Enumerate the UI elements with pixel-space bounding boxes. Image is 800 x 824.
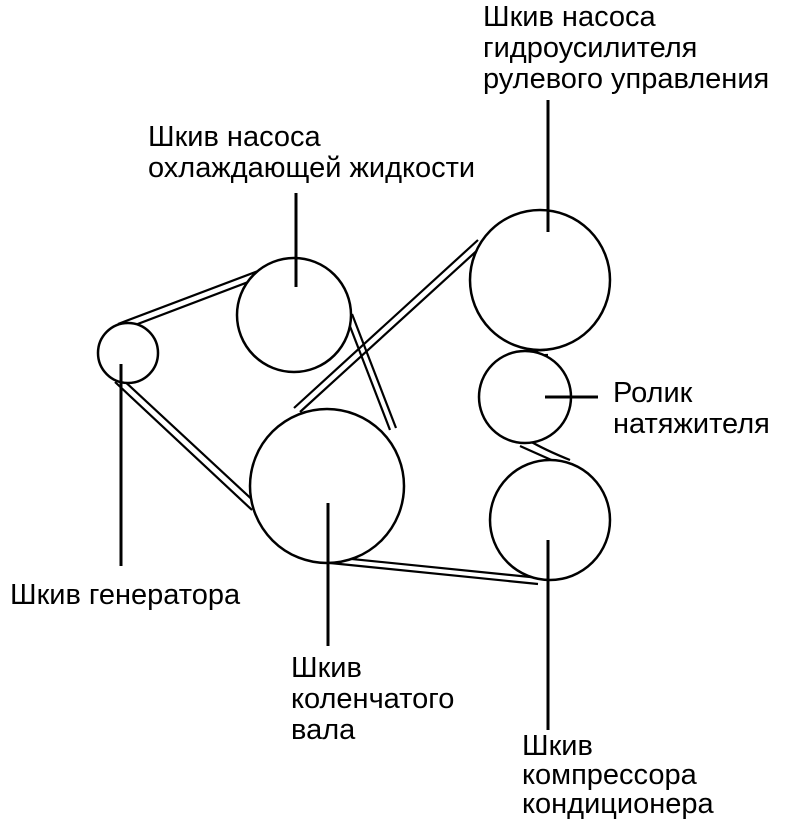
label-water-pump-pulley: Шкив насоса охлаждающей жидкости (148, 121, 475, 184)
label-ac-compressor-pulley: Шкив компрессора кондиционера (522, 730, 714, 820)
ac-compressor-pulley (488, 458, 612, 582)
water-pump-pulley (235, 256, 353, 374)
belt-crankshaft-ac-compressor (329, 555, 541, 586)
belt-alternator-crankshaft (114, 377, 259, 511)
label-power-steering-pulley: Шкив насоса гидроусилителя рулевого упра… (483, 1, 769, 95)
belt-water-pump-crankshaft (344, 313, 398, 431)
alternator-pulley (96, 321, 160, 385)
belt-crankshaft-power-steering (293, 239, 483, 413)
power-steering-pulley (468, 208, 612, 352)
label-alternator-pulley: Шкив генератора (10, 579, 241, 611)
label-crankshaft-pulley: Шкив коленчатого вала (291, 652, 462, 746)
label-tensioner-pulley: Ролик натяжителя (613, 377, 770, 440)
